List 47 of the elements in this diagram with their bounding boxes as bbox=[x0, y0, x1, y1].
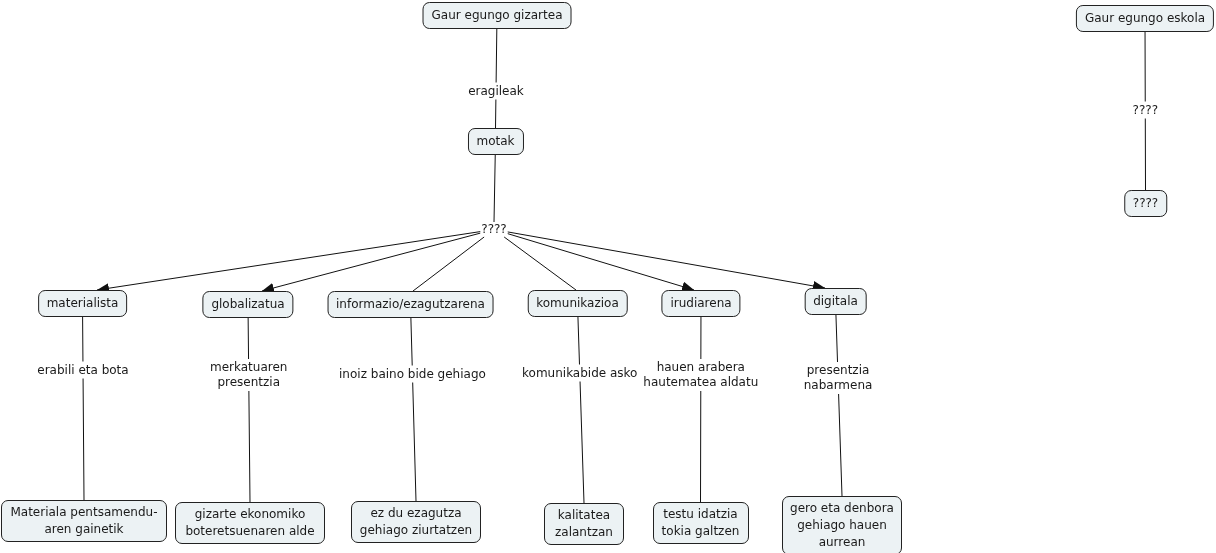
connector-line bbox=[493, 154, 496, 223]
concept-box bbox=[652, 502, 749, 544]
concept-text: gizarte ekonomiko boteretsuenaren alde bbox=[184, 506, 316, 540]
arrow bbox=[507, 233, 695, 292]
concept-text: Materiala pentsamendu-aren gainetik bbox=[9, 504, 159, 538]
concept-box bbox=[327, 291, 494, 318]
concept-text: kalitatea zalantzan bbox=[554, 507, 614, 541]
concept-box bbox=[422, 2, 572, 29]
concept-box bbox=[544, 503, 624, 545]
connector-line bbox=[1144, 31, 1146, 191]
edge-label: komunikabide asko bbox=[520, 364, 640, 382]
concept-text: testu idatzia tokia galtzen bbox=[660, 506, 741, 540]
connector-line bbox=[503, 236, 577, 291]
concept-text: irudiarena bbox=[670, 295, 732, 312]
linking-phrase: ???? bbox=[480, 222, 508, 237]
concept-text: globalizatua bbox=[211, 296, 285, 313]
connector-line bbox=[410, 317, 417, 502]
edge-label: eragileak bbox=[466, 82, 526, 100]
edge-label: inoiz baino bide gehiago bbox=[337, 365, 488, 383]
concept-text: gero eta denbora gehiago hauen aurrean bbox=[789, 500, 895, 551]
concept-box bbox=[1075, 5, 1215, 32]
concept-box bbox=[804, 288, 867, 315]
concept-text: ???? bbox=[1132, 195, 1159, 212]
concept-text: komunikazioa bbox=[536, 295, 619, 312]
concept-text: informazio/ezagutzarena bbox=[336, 296, 485, 313]
concept-box bbox=[202, 291, 294, 318]
concept-box bbox=[467, 128, 524, 155]
connector-line bbox=[412, 236, 485, 292]
concept-box bbox=[1123, 190, 1168, 217]
concept-box bbox=[661, 290, 741, 317]
concept-box bbox=[527, 290, 628, 317]
connector-line bbox=[82, 316, 85, 501]
concept-text: digitala bbox=[813, 293, 858, 310]
concept-text: ez du ezagutza gehiago ziurtatzen bbox=[358, 505, 474, 539]
concept-text: Gaur egungo eskola bbox=[1084, 10, 1206, 27]
concept-text: materialista bbox=[46, 295, 119, 312]
concept-box bbox=[175, 502, 325, 544]
edge-label: ???? bbox=[1130, 101, 1160, 119]
concept-text: motak bbox=[476, 133, 515, 150]
arrow bbox=[261, 232, 481, 293]
connector-line bbox=[577, 316, 585, 504]
concept-box bbox=[782, 496, 902, 553]
concept-box bbox=[37, 290, 128, 317]
concept-text: Gaur egungo gizartea bbox=[431, 7, 563, 24]
concept-box bbox=[351, 501, 481, 543]
concept-box bbox=[1, 500, 167, 542]
edge-label: erabili eta bota bbox=[35, 361, 131, 379]
